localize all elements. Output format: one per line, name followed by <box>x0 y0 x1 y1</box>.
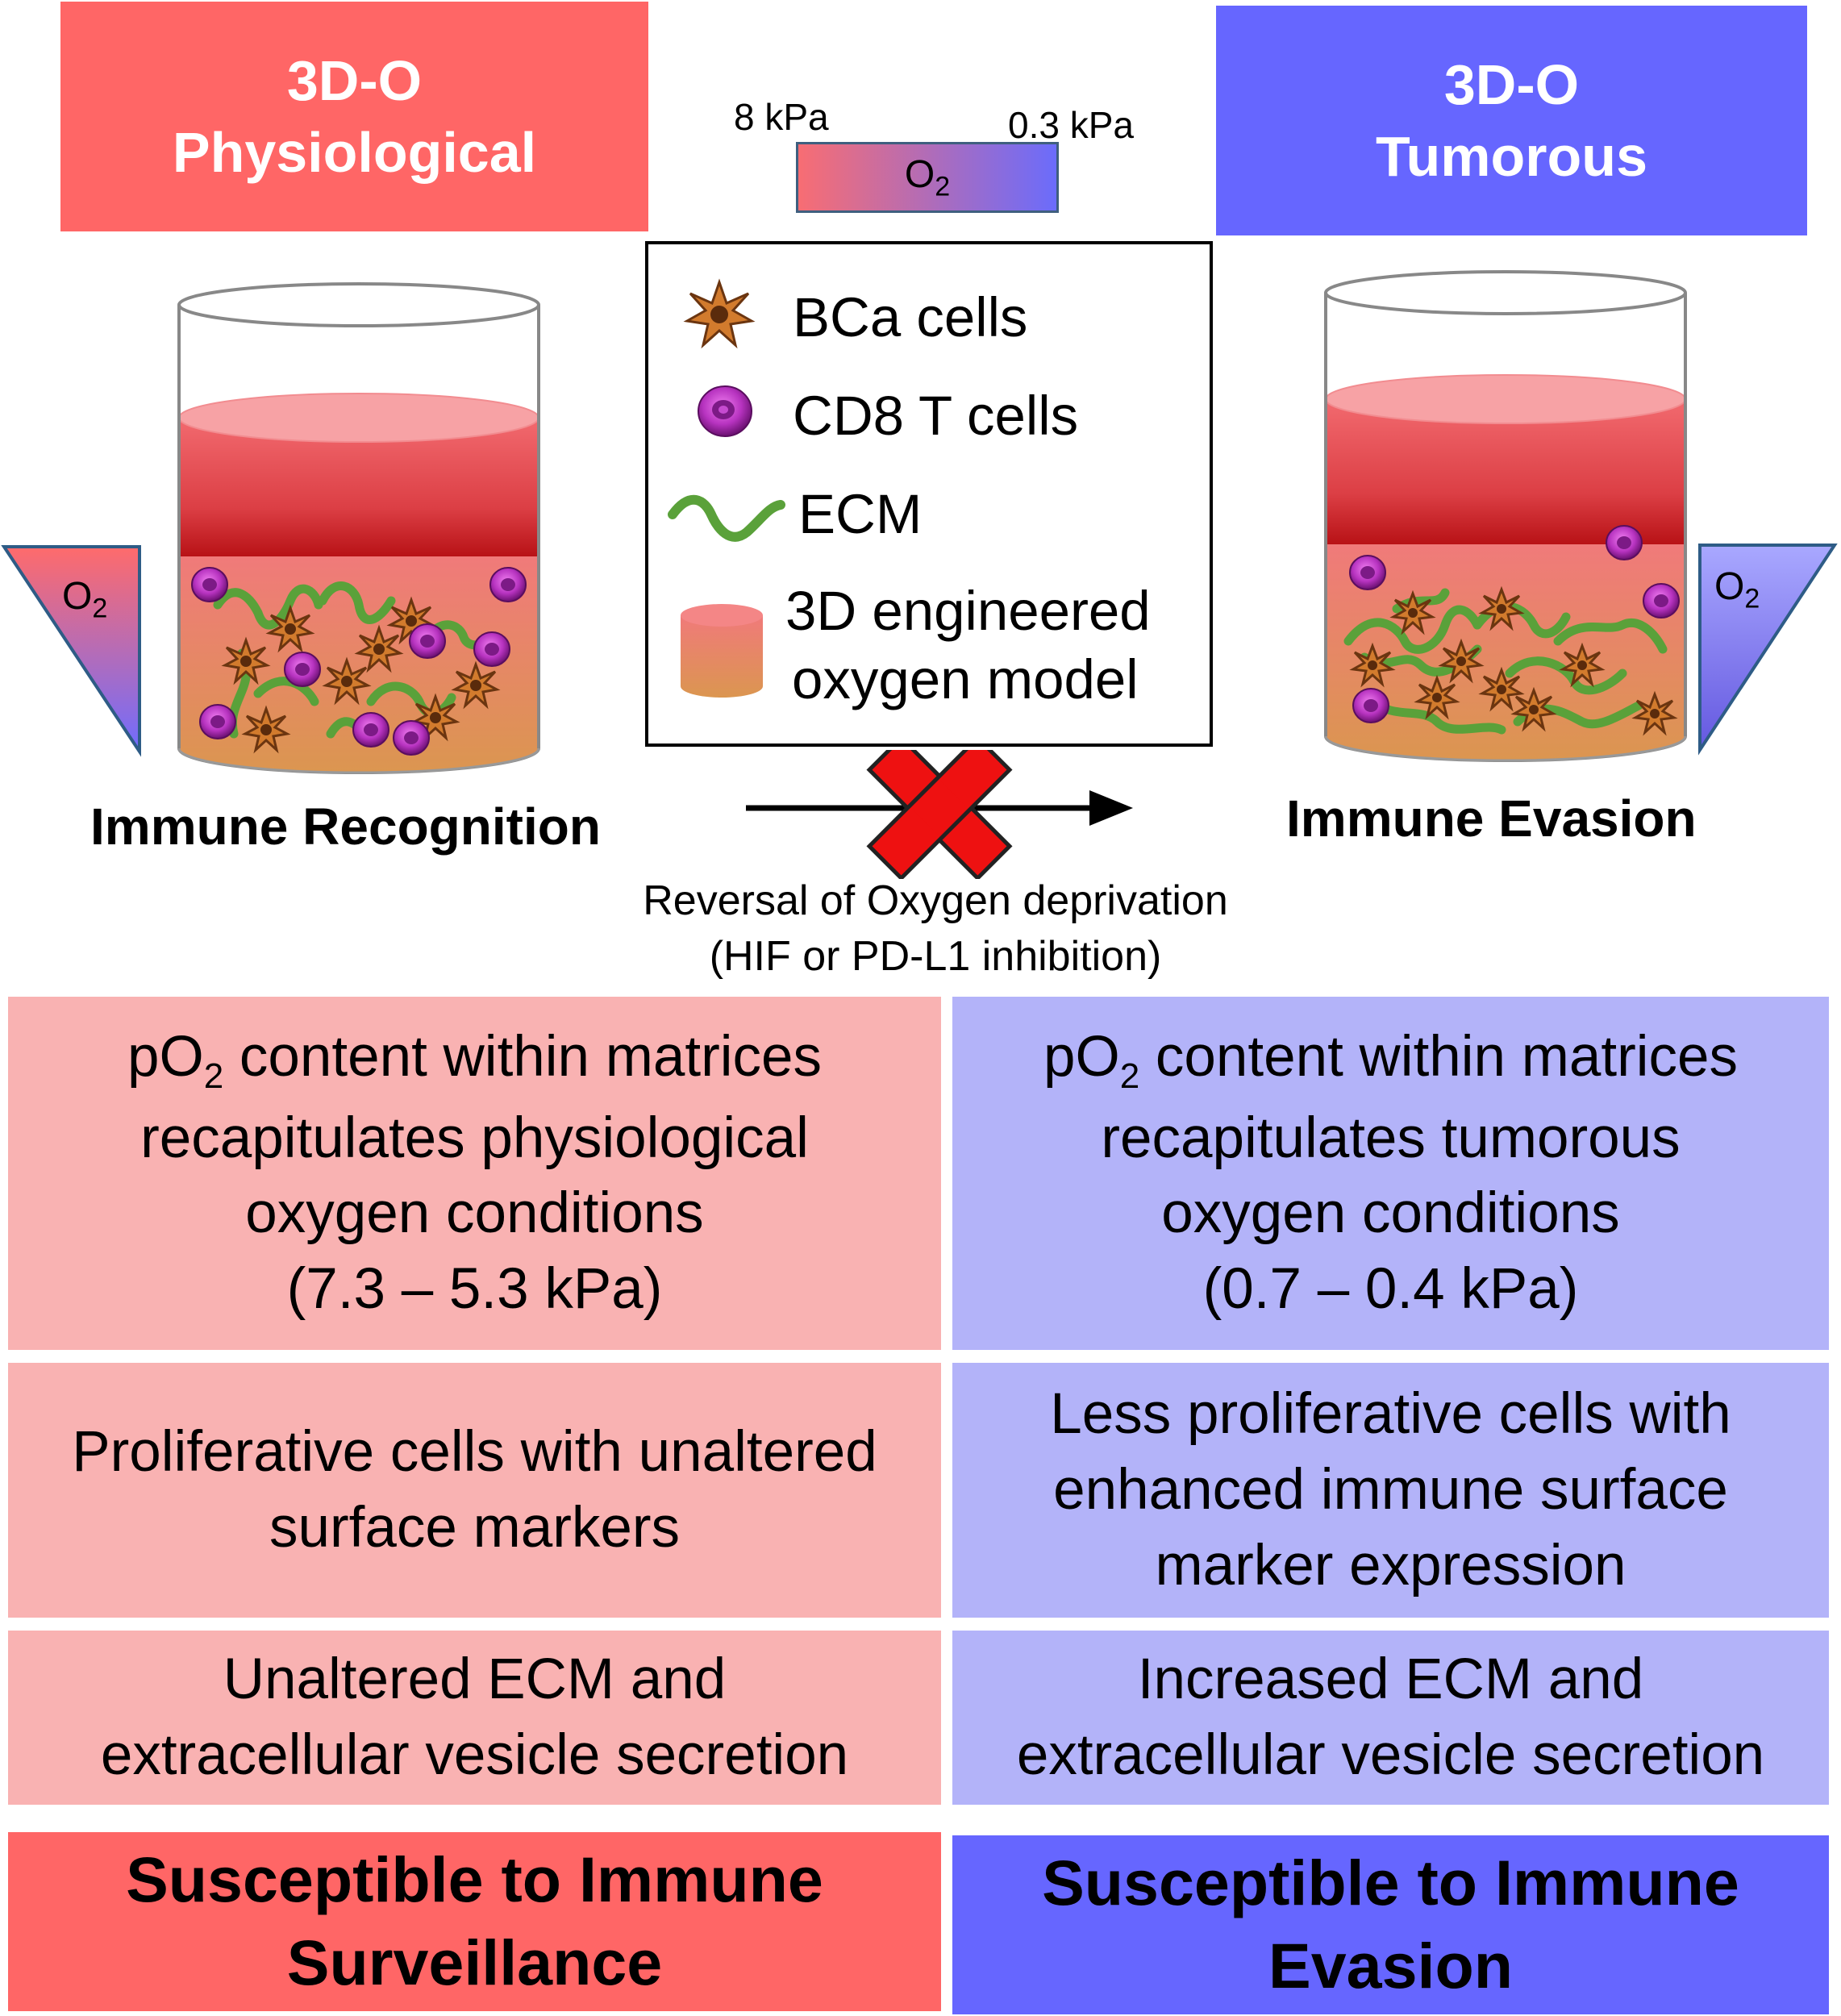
tumorous-po2-line2: recapitulates tumorous <box>1101 1106 1681 1170</box>
tumorous-proliferation-line1: Less proliferative cells with <box>1050 1382 1731 1447</box>
blocked-arrow <box>746 750 1133 879</box>
o2-gradient-triangle-right <box>1698 544 1838 756</box>
o2-scale-bar: O2 <box>796 142 1059 213</box>
cd8-tcell-icon <box>698 385 752 437</box>
physiological-ecm-line1: Unaltered ECM and <box>223 1647 727 1712</box>
reversal-caption-line2: (HIF or PD-L1 inhibition) <box>709 933 1162 981</box>
immune-recognition-label: Immune Recognition <box>90 798 601 856</box>
physiological-header-line1: 3D-O <box>286 48 423 112</box>
o2-label-left: O2 <box>62 575 108 624</box>
scale-right-label: 0.3 kPa <box>1008 104 1134 146</box>
physiological-header: 3D-O Physiological <box>60 2 648 231</box>
legend-model-label: 3D engineered oxygen model <box>785 577 1151 714</box>
3d-model-icon <box>681 604 763 698</box>
physiological-po2-line2: recapitulates physiological <box>140 1106 809 1170</box>
physiological-proliferation-line1: Proliferative cells with unaltered <box>72 1420 877 1485</box>
tumorous-po2-line1: pO2 content within matrices <box>1043 1025 1739 1097</box>
physiological-po2-line4: (7.3 – 5.3 kPa) <box>286 1256 663 1321</box>
legend-ecm-label: ECM <box>798 483 923 545</box>
legend-bca-label: BCa cells <box>793 286 1028 348</box>
tumorous-po2-line4: (0.7 – 0.4 kPa) <box>1202 1256 1579 1321</box>
legend-box: BCa cells CD8 T cells ECM 3D engineered … <box>645 241 1213 747</box>
legend-model-line2: oxygen model <box>792 648 1139 710</box>
physiological-culture-beaker <box>177 282 540 774</box>
tumorous-ecm-line1: Increased ECM and <box>1137 1647 1644 1712</box>
o2-scale-label: O2 <box>904 152 951 202</box>
ecm-fiber-icon <box>668 494 785 542</box>
tumorous-ecm-line2: extracellular vesicle secretion <box>1016 1723 1765 1787</box>
physiological-footer-line2: Surveillance <box>286 1926 663 1998</box>
physiological-po2-box: pO2 content within matrices recapitulate… <box>8 997 941 1350</box>
tumorous-footer-line1: Susceptible to Immune <box>1042 1847 1739 1919</box>
tumorous-po2-line3: oxygen conditions <box>1161 1181 1620 1246</box>
physiological-po2-line3: oxygen conditions <box>245 1181 704 1246</box>
tumorous-po2-box: pO2 content within matrices recapitulate… <box>952 997 1829 1350</box>
legend-cd8-label: CD8 T cells <box>793 385 1079 447</box>
tumorous-proliferation-line2: enhanced immune surface <box>1053 1458 1728 1522</box>
physiological-footer-line1: Susceptible to Immune <box>126 1843 823 1916</box>
cancel-x-icon <box>866 750 1013 879</box>
tumorous-header: 3D-O Tumorous <box>1216 6 1807 235</box>
tumorous-culture-beaker <box>1324 270 1687 762</box>
tumorous-ecm-box: Increased ECM and extracellular vesicle … <box>952 1631 1829 1805</box>
physiological-po2-line1: pO2 content within matrices <box>127 1025 823 1097</box>
physiological-ecm-line2: extracellular vesicle secretion <box>100 1723 849 1787</box>
tumorous-header-line1: 3D-O <box>1443 52 1580 116</box>
physiological-proliferation-line2: surface markers <box>269 1496 680 1560</box>
tumorous-footer-line2: Evasion <box>1268 1930 1513 2001</box>
tumorous-proliferation-line3: marker expression <box>1155 1533 1626 1597</box>
immune-evasion-label: Immune Evasion <box>1286 789 1697 848</box>
o2-gradient-triangle-left <box>1 545 141 757</box>
tumorous-footer: Susceptible to Immune Evasion <box>952 1835 1829 2014</box>
physiological-footer: Susceptible to Immune Surveillance <box>8 1832 941 2011</box>
reversal-caption-line1: Reversal of Oxygen deprivation <box>643 877 1228 924</box>
physiological-proliferation-box: Proliferative cells with unaltered surfa… <box>8 1363 941 1618</box>
physiological-ecm-box: Unaltered ECM and extracellular vesicle … <box>8 1631 941 1805</box>
reversal-caption: Reversal of Oxygen deprivation (HIF or P… <box>564 873 1306 985</box>
o2-label-right: O2 <box>1714 565 1760 614</box>
scale-left-label: 8 kPa <box>734 96 829 138</box>
tumorous-header-line2: Tumorous <box>1375 124 1647 188</box>
legend-model-line1: 3D engineered <box>785 580 1151 642</box>
arrowhead-icon <box>1089 790 1133 826</box>
tumorous-proliferation-box: Less proliferative cells with enhanced i… <box>952 1363 1829 1618</box>
physiological-header-line2: Physiological <box>172 120 537 184</box>
bca-cell-icon <box>683 278 756 349</box>
